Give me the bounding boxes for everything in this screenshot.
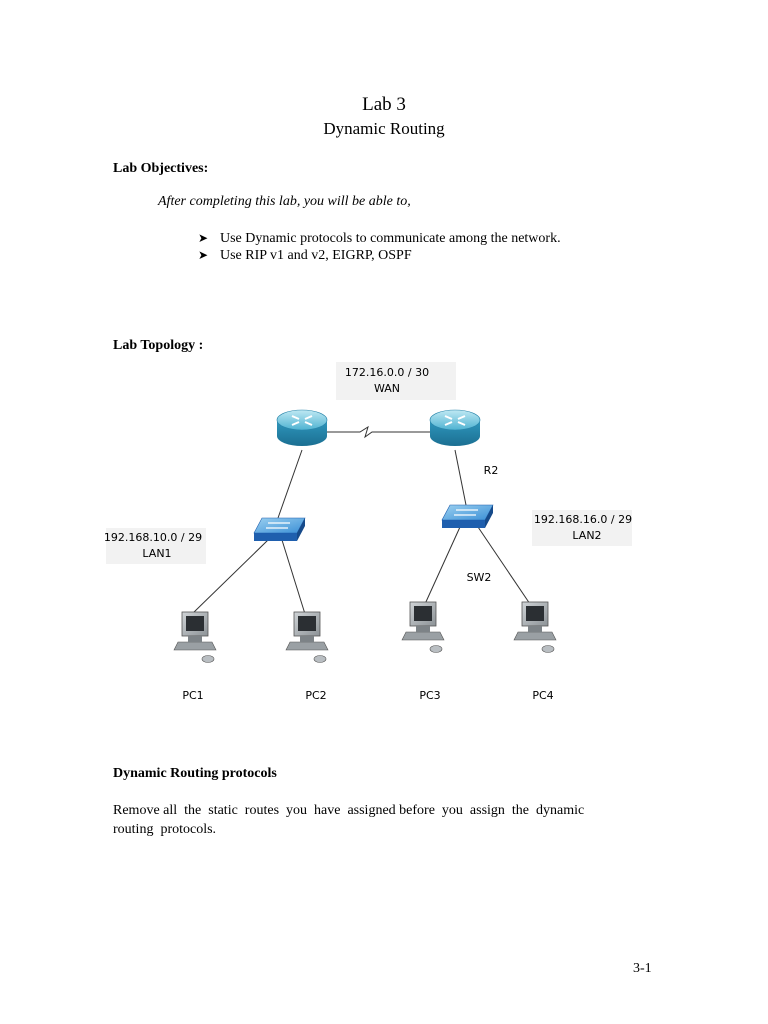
routing-paragraph-line-2: routing protocols. bbox=[113, 822, 217, 837]
routing-heading: Dynamic Routing protocols bbox=[113, 766, 277, 781]
sw2-label: SW2 bbox=[467, 571, 492, 584]
page-title: Lab 3 bbox=[362, 94, 406, 115]
page-number: 3-1 bbox=[633, 961, 652, 976]
pc2-label: PC2 bbox=[305, 689, 326, 702]
pc4-label: PC4 bbox=[532, 689, 553, 702]
lan1-subnet-label: 192.168.10.0 / 29 bbox=[104, 531, 202, 544]
topology-heading: Lab Topology : bbox=[113, 338, 204, 353]
arrowhead-bullet-icon: ➤ bbox=[198, 231, 209, 245]
pc4-computer-icon bbox=[513, 601, 557, 653]
lan1-label: LAN1 bbox=[142, 547, 171, 560]
r2-sw2-link bbox=[454, 449, 467, 506]
sw1-pc1-link bbox=[191, 539, 269, 615]
sw2-pc3-link bbox=[424, 526, 461, 605]
objective-text: Use RIP v1 and v2, EIGRP, OSPF bbox=[220, 248, 412, 263]
wan-subnet-label: 172.16.0.0 / 30 bbox=[345, 366, 429, 379]
pc1-computer-icon bbox=[173, 611, 217, 663]
r1-sw1-link bbox=[277, 449, 303, 519]
routing-paragraph-line-1: Remove all the static routes you have as… bbox=[113, 803, 585, 818]
lan2-subnet-label: 192.168.16.0 / 29 bbox=[534, 513, 632, 526]
lan2-label-background bbox=[532, 510, 632, 546]
wan-label-background bbox=[336, 362, 456, 400]
lan1-label-background bbox=[106, 528, 206, 564]
r2-label: R2 bbox=[484, 464, 499, 477]
objective-bullet-1: ➤ Use Dynamic protocols to communicate am… bbox=[198, 231, 561, 247]
sw2-pc4-link bbox=[477, 526, 531, 605]
pc2-computer-icon bbox=[285, 611, 329, 663]
arrowhead-bullet-icon: ➤ bbox=[198, 248, 209, 262]
pc3-computer-icon bbox=[401, 601, 445, 653]
pc1-label: PC1 bbox=[182, 689, 203, 702]
page-subtitle: Dynamic Routing bbox=[323, 119, 445, 138]
objective-text: Use Dynamic protocols to communicate amo… bbox=[220, 231, 561, 246]
wan-label: WAN bbox=[374, 382, 400, 395]
router-r2-icon bbox=[429, 409, 481, 446]
router-r1-icon bbox=[276, 409, 328, 446]
objectives-heading: Lab Objectives: bbox=[113, 161, 209, 176]
switch-sw2-icon bbox=[441, 504, 494, 528]
pc3-label: PC3 bbox=[419, 689, 440, 702]
lan2-label: LAN2 bbox=[572, 529, 601, 542]
objectives-intro: After completing this lab, you will be a… bbox=[158, 194, 411, 209]
objective-bullet-2: ➤ Use RIP v1 and v2, EIGRP, OSPF bbox=[198, 248, 412, 264]
switch-sw1-icon bbox=[253, 517, 306, 541]
wan-serial-link bbox=[326, 425, 430, 439]
sw1-pc2-link bbox=[281, 539, 306, 615]
